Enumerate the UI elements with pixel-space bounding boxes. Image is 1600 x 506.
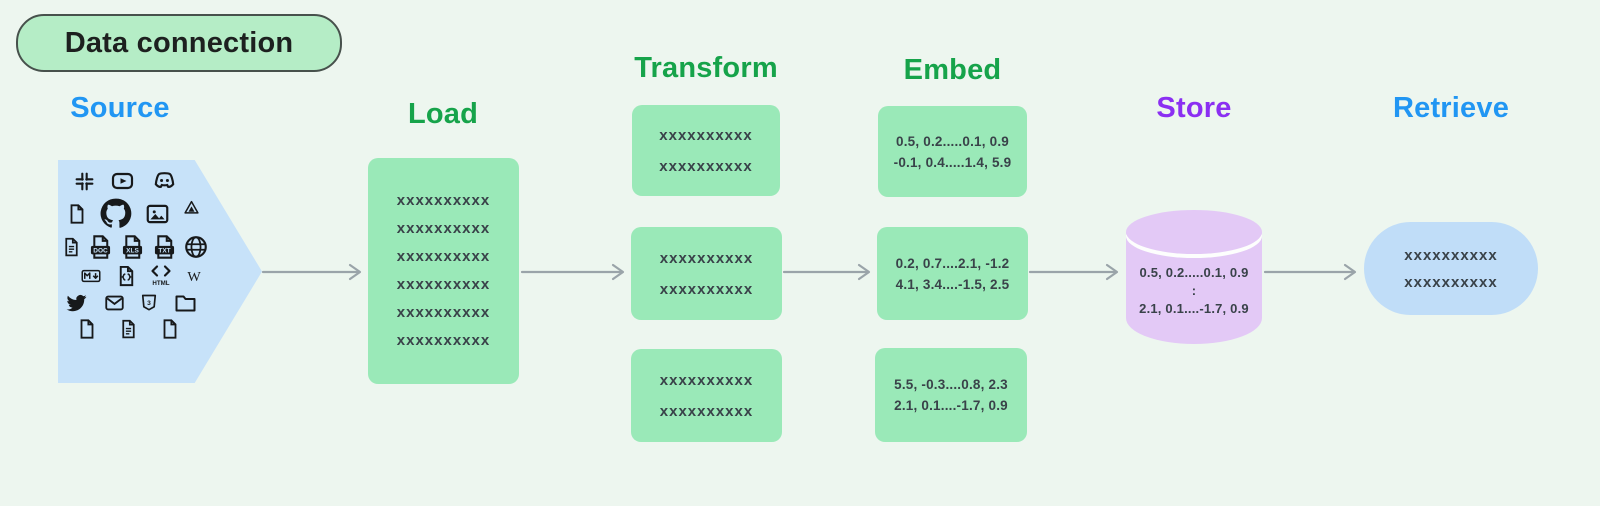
youtube-icon bbox=[109, 169, 136, 193]
transform-box-2: xxxxxxxxxx xxxxxxxxxx bbox=[631, 227, 782, 320]
source-icon-grid: DOC XLS TXT HTML W 3 bbox=[58, 166, 218, 341]
title-badge-label: Data connection bbox=[64, 26, 294, 59]
json-file-icon bbox=[115, 263, 138, 289]
embed-box-3: 5.5, -0.3....0.8, 2.3 2.1, 0.1....-1.7, … bbox=[875, 348, 1027, 442]
svg-text:TXT: TXT bbox=[158, 247, 170, 254]
embed-vector: 0.2, 0.7....2.1, -1.2 bbox=[895, 255, 1010, 271]
file-icon bbox=[159, 317, 181, 341]
retrieve-line: xxxxxxxxxx bbox=[1404, 273, 1498, 291]
web-globe-icon bbox=[183, 234, 209, 260]
load-box: xxxxxxxxxx xxxxxxxxxx xxxxxxxxxx xxxxxxx… bbox=[368, 158, 519, 384]
load-line: xxxxxxxxxx bbox=[396, 304, 491, 321]
store-database-cylinder: 0.5, 0.2.....0.1, 0.9 : 2.1, 0.1....-1.7… bbox=[1126, 208, 1262, 344]
svg-text:HTML: HTML bbox=[152, 280, 169, 287]
github-icon bbox=[98, 196, 133, 231]
load-line: xxxxxxxxxx bbox=[396, 248, 491, 265]
embed-vector: 0.5, 0.2.....0.1, 0.9 bbox=[895, 133, 1010, 149]
store-text: 0.5, 0.2.....0.1, 0.9 : 2.1, 0.1....-1.7… bbox=[1126, 264, 1262, 318]
store-ellipsis: : bbox=[1191, 283, 1197, 298]
source-icon-row: 3 bbox=[63, 291, 218, 315]
embed-vector: 4.1, 3.4....-1.5, 2.5 bbox=[895, 276, 1010, 292]
transform-line: xxxxxxxxxx bbox=[659, 371, 754, 389]
discord-icon bbox=[150, 168, 179, 194]
retrieve-line: xxxxxxxxxx bbox=[1404, 246, 1498, 264]
title-badge: Data connection bbox=[16, 14, 342, 72]
embed-vector: 2.1, 0.1....-1.7, 0.9 bbox=[894, 398, 1008, 413]
xls-file-icon: XLS bbox=[119, 233, 146, 261]
store-vector: 2.1, 0.1....-1.7, 0.9 bbox=[1139, 301, 1249, 316]
twitter-icon bbox=[63, 291, 90, 315]
stage-label-load: Load bbox=[407, 98, 479, 130]
arrow-load-to-transform bbox=[520, 263, 625, 281]
document-icon bbox=[118, 317, 139, 341]
cylinder-lid bbox=[1126, 210, 1262, 254]
doc-file-icon: DOC bbox=[87, 233, 114, 261]
source-shape: DOC XLS TXT HTML W 3 bbox=[58, 160, 262, 383]
source-icon-row: DOC XLS TXT bbox=[61, 233, 218, 261]
source-icon-row: HTML W bbox=[78, 263, 218, 289]
embed-box-1: 0.5, 0.2.....0.1, 0.9 -0.1, 0.4.....1.4,… bbox=[878, 106, 1027, 197]
transform-line: xxxxxxxxxx bbox=[659, 126, 753, 144]
source-icon-row bbox=[76, 317, 218, 341]
store-vector: 0.5, 0.2.....0.1, 0.9 bbox=[1139, 265, 1249, 280]
embed-vector: 5.5, -0.3....0.8, 2.3 bbox=[894, 377, 1008, 392]
svg-text:DOC: DOC bbox=[93, 247, 108, 254]
embed-vector: -0.1, 0.4.....1.4, 5.9 bbox=[893, 154, 1012, 170]
markdown-icon bbox=[78, 266, 104, 286]
svg-text:XLS: XLS bbox=[126, 247, 139, 254]
folder-icon bbox=[171, 291, 200, 315]
email-icon bbox=[102, 292, 127, 314]
image-icon bbox=[143, 201, 172, 227]
stage-label-retrieve: Retrieve bbox=[1392, 92, 1510, 124]
transform-line: xxxxxxxxxx bbox=[659, 402, 754, 420]
stage-label-store: Store bbox=[1156, 92, 1232, 124]
arrow-store-to-retrieve bbox=[1263, 263, 1357, 281]
load-line: xxxxxxxxxx bbox=[396, 192, 491, 209]
transform-box-1: xxxxxxxxxx xxxxxxxxxx bbox=[632, 105, 780, 196]
transform-box-3: xxxxxxxxxx xxxxxxxxxx bbox=[631, 349, 782, 442]
svg-text:W: W bbox=[187, 269, 201, 285]
stage-label-source: Source bbox=[70, 92, 170, 124]
load-line: xxxxxxxxxx bbox=[396, 276, 491, 293]
arrow-embed-to-store bbox=[1028, 263, 1119, 281]
embed-box-2: 0.2, 0.7....2.1, -1.2 4.1, 3.4....-1.5, … bbox=[877, 227, 1028, 320]
transform-line: xxxxxxxxxx bbox=[659, 157, 753, 175]
slack-icon bbox=[74, 171, 95, 192]
svg-text:3: 3 bbox=[147, 300, 151, 307]
google-drive-icon bbox=[182, 199, 201, 217]
stage-label-embed: Embed bbox=[903, 54, 1002, 86]
source-icon-row bbox=[66, 196, 218, 231]
arrow-transform-to-embed bbox=[782, 263, 871, 281]
html-icon: HTML bbox=[149, 264, 173, 288]
retrieve-box: xxxxxxxxxx xxxxxxxxxx bbox=[1364, 222, 1538, 315]
load-line: xxxxxxxxxx bbox=[396, 332, 491, 349]
wikipedia-icon: W bbox=[184, 265, 204, 287]
arrow-source-to-load bbox=[261, 263, 362, 281]
stage-label-transform: Transform bbox=[634, 52, 778, 84]
file-icon bbox=[76, 317, 98, 341]
transform-line: xxxxxxxxxx bbox=[659, 280, 754, 298]
document-icon bbox=[61, 235, 82, 259]
load-line: xxxxxxxxxx bbox=[396, 220, 491, 237]
txt-file-icon: TXT bbox=[151, 233, 178, 261]
transform-line: xxxxxxxxxx bbox=[659, 249, 754, 267]
source-icon-row bbox=[74, 168, 218, 194]
file-icon bbox=[66, 202, 88, 226]
css-icon: 3 bbox=[139, 292, 159, 314]
